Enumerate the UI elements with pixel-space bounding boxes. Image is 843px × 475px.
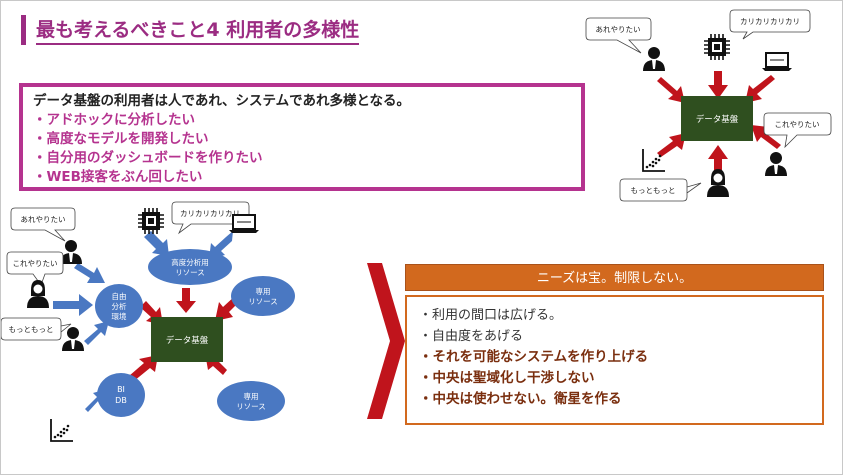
- conclusion-box: ・利用の間口は広げる。 ・自由度をあげる ・それを可能なシステムを作り上げる ・…: [405, 295, 824, 425]
- arrow-icon: [751, 125, 781, 149]
- svg-text:カリカリカリカリ: カリカリカリカリ: [740, 17, 800, 26]
- arrow-icon: [53, 294, 93, 316]
- svg-text:リソース: リソース: [175, 268, 205, 277]
- left-center-label: データ基盤: [166, 335, 209, 346]
- svg-text:もっともっと: もっともっと: [631, 186, 676, 195]
- left-center-box: [151, 317, 223, 362]
- tr-bubble-mottomotto: もっともっと: [619, 178, 702, 202]
- key-point-bullet: ・高度なモデルを開発したい: [33, 131, 209, 147]
- title-area: 最も考えるべきこと4 利用者の多様性: [21, 15, 360, 45]
- arrow-icon: [74, 263, 105, 283]
- node-advanced-resource: 高度分析用 リソース: [148, 249, 232, 285]
- conclusion-item-bold: ・中央は聖域化し干渉しない: [419, 370, 595, 386]
- conclusion-item-bold: ・それを可能なシステムを作り上げる: [419, 349, 649, 365]
- svg-text:環境: 環境: [112, 311, 127, 321]
- svg-text:カリカリカリカリ: カリカリカリカリ: [180, 209, 240, 218]
- arrow-icon: [657, 133, 686, 157]
- person-icon: [62, 327, 84, 351]
- svg-text:BI: BI: [117, 385, 125, 394]
- conclusion-heading: ニーズは宝。制限しない。: [405, 264, 824, 291]
- left-diagram: データ基盤 自由 分析 環境 高度分析用 リソース 専用 リソース 専用: [1, 201, 295, 442]
- svg-text:あれやりたい: あれやりたい: [21, 215, 66, 224]
- key-point-bullet: ・自分用のダッシュボードを作りたい: [33, 150, 263, 166]
- left-bubble-arevaritai: あれやりたい: [10, 207, 76, 242]
- tr-center-box: [681, 96, 753, 141]
- big-chevron-arrow-icon: [367, 263, 405, 419]
- tr-bubble-karikari: カリカリカリカリ: [729, 9, 811, 40]
- key-point-bullet: ・アドホックに分析したい: [33, 112, 195, 128]
- arrow-icon: [209, 231, 233, 259]
- key-point-bullet: ・WEB接客をぶん回したい: [33, 169, 203, 185]
- arrow-icon: [144, 231, 169, 256]
- svg-text:専用: 専用: [256, 286, 271, 296]
- svg-text:リソース: リソース: [236, 402, 266, 411]
- laptop-icon: [761, 52, 793, 72]
- arrow-icon: [708, 71, 728, 99]
- conclusion-item: ・自由度をあげる: [419, 329, 524, 344]
- tr-center-label: データ基盤: [696, 114, 739, 125]
- person-icon: [27, 280, 49, 308]
- arrow-icon: [84, 321, 109, 345]
- left-bubble-karikari: カリカリカリカリ: [171, 201, 250, 235]
- person-icon: [643, 47, 665, 71]
- node-bi-db: BI DB: [97, 373, 145, 417]
- svg-text:もっともっと: もっともっと: [9, 325, 54, 334]
- top-right-diagram: データ基盤 あれやりたい カリカリカリカリ これやりたい もっともっと: [585, 9, 832, 202]
- arrow-icon: [657, 77, 685, 103]
- scatter-chart-icon: [50, 418, 74, 442]
- laptop-icon: [228, 214, 260, 234]
- tr-bubble-koreyaritai: これやりたい: [763, 112, 832, 149]
- conclusion-item: ・利用の間口は広げる。: [419, 308, 563, 323]
- arrow-icon: [176, 288, 196, 313]
- title-accent-bar: [21, 15, 26, 45]
- svg-text:これやりたい: これやりたい: [775, 120, 820, 129]
- chip-icon: [703, 33, 731, 61]
- blue-arrows: [53, 231, 233, 412]
- node-free-analysis: 自由 分析 環境: [95, 284, 143, 328]
- conclusion-item-bold: ・中央は使わせない。衛星を作る: [419, 391, 622, 407]
- node-dedicated-resource-a: 専用 リソース: [231, 276, 295, 316]
- svg-text:分析: 分析: [112, 301, 127, 311]
- tr-bubble-arevaritai: あれやりたい: [585, 17, 652, 54]
- person-icon: [765, 152, 787, 176]
- svg-text:自由: 自由: [112, 291, 127, 301]
- page-title: 最も考えるべきこと4 利用者の多様性: [36, 15, 360, 45]
- svg-text:リソース: リソース: [248, 297, 278, 306]
- left-bubble-mottomotto: もっともっと: [1, 317, 72, 341]
- chip-icon: [137, 207, 165, 235]
- svg-text:高度分析用: 高度分析用: [171, 257, 209, 267]
- svg-text:専用: 専用: [244, 391, 259, 401]
- svg-text:あれやりたい: あれやりたい: [596, 25, 641, 34]
- arrow-icon: [129, 355, 158, 381]
- svg-text:これやりたい: これやりたい: [13, 259, 58, 268]
- svg-text:DB: DB: [115, 396, 127, 405]
- person-icon: [707, 169, 729, 197]
- node-dedicated-resource-b: 専用 リソース: [217, 381, 285, 421]
- arrow-icon: [708, 145, 728, 173]
- key-point-lead: データ基盤の利用者は人であれ、システムであれ多様となる。: [33, 93, 411, 109]
- left-bubble-koreyaritai: これやりたい: [6, 251, 64, 286]
- key-point-box: データ基盤の利用者は人であれ、システムであれ多様となる。 ・アドホックに分析した…: [19, 83, 585, 191]
